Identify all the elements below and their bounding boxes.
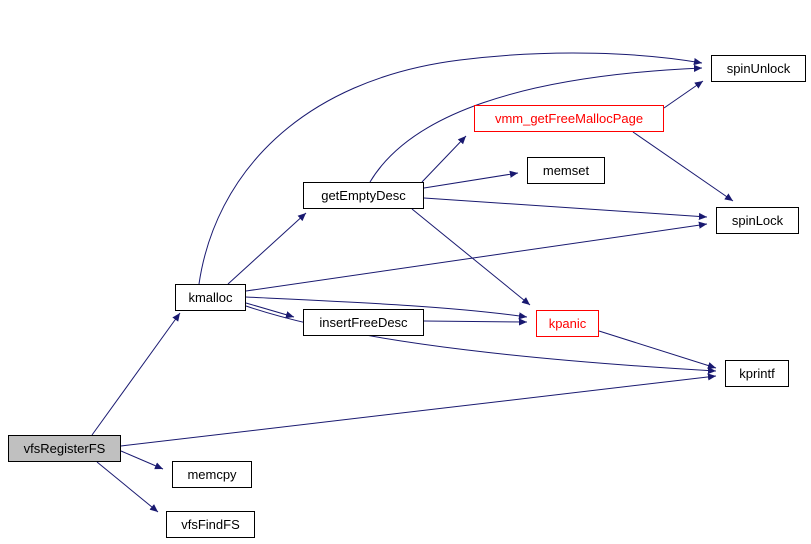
edge-vfsRegisterFS-to-kprintf (120, 373, 717, 447)
node-label: vfsFindFS (181, 517, 240, 532)
edge-getEmptyDesc-to-spinLock (423, 197, 708, 221)
edge-kmalloc-to-kprintf (245, 305, 717, 375)
edge-vfsRegisterFS-to-kmalloc (91, 312, 181, 436)
edge-vfsRegisterFS-to-memcpy (120, 450, 164, 470)
node-label: memcpy (187, 467, 237, 482)
edge-vfsRegisterFS-to-vfsFindFS (96, 461, 159, 513)
node-label: getEmptyDesc (321, 188, 406, 203)
node-label: spinLock (731, 213, 784, 228)
node-label: insertFreeDesc (319, 315, 408, 330)
node-memcpy[interactable]: memcpy (172, 461, 252, 488)
edge-vmm_getFreeMallocPage-to-spinLock (632, 131, 734, 202)
node-label: vfsRegisterFS (23, 441, 106, 456)
edge-vmm_getFreeMallocPage-to-spinUnlock (663, 80, 704, 109)
node-spinLock[interactable]: spinLock (716, 207, 799, 234)
edge-kmalloc-to-kpanic (245, 296, 528, 320)
edge-getEmptyDesc-to-vmm_getFreeMallocPage (421, 135, 467, 183)
node-getEmptyDesc[interactable]: getEmptyDesc (303, 182, 424, 209)
edge-kmalloc-to-getEmptyDesc (227, 212, 307, 285)
edge-kmalloc-to-spinUnlock (198, 52, 703, 285)
node-vmm_getFreeMallocPage[interactable]: vmm_getFreeMallocPage (474, 105, 664, 132)
node-label: memset (542, 163, 590, 178)
node-memset[interactable]: memset (527, 157, 605, 184)
node-vfsFindFS[interactable]: vfsFindFS (166, 511, 255, 538)
node-kpanic[interactable]: kpanic (536, 310, 599, 337)
node-label: kmalloc (188, 290, 233, 305)
node-kprintf[interactable]: kprintf (725, 360, 789, 387)
node-label: spinUnlock (726, 61, 791, 76)
node-vfsRegisterFS[interactable]: vfsRegisterFS (8, 435, 121, 462)
edge-kmalloc-to-insertFreeDesc (245, 302, 295, 319)
node-spinUnlock[interactable]: spinUnlock (711, 55, 806, 82)
node-label: kpanic (548, 316, 587, 331)
edge-getEmptyDesc-to-memset (423, 170, 519, 189)
node-insertFreeDesc[interactable]: insertFreeDesc (303, 309, 424, 336)
edge-getEmptyDesc-to-kpanic (411, 208, 531, 306)
node-label: kprintf (739, 366, 775, 381)
edge-kpanic-to-kprintf (598, 330, 717, 369)
node-label: vmm_getFreeMallocPage (494, 111, 644, 126)
edge-kmalloc-to-spinLock (245, 221, 708, 292)
edge-insertFreeDesc-to-kpanic (423, 318, 528, 326)
edge-getEmptyDesc-to-spinUnlock (369, 64, 703, 183)
node-kmalloc[interactable]: kmalloc (175, 284, 246, 311)
